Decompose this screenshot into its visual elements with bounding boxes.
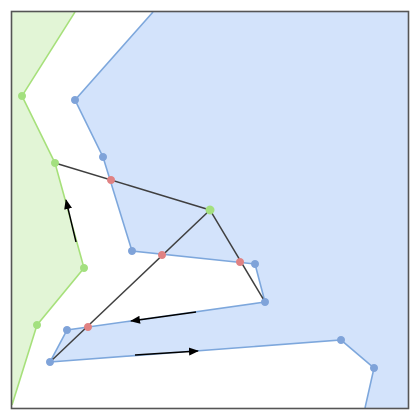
vertex	[84, 323, 92, 331]
direction-arrows	[64, 199, 199, 356]
edge	[54, 162, 211, 211]
vertex	[205, 205, 215, 215]
vertex	[63, 326, 71, 334]
vertex	[251, 260, 259, 268]
vertex	[33, 321, 41, 329]
vertex	[370, 364, 378, 372]
edge	[49, 209, 211, 363]
edge	[209, 209, 266, 303]
vertex	[99, 153, 107, 161]
vertex	[80, 264, 88, 272]
vertex	[18, 92, 26, 100]
vertex	[107, 176, 115, 184]
vertex	[46, 358, 54, 366]
vertex	[158, 251, 166, 259]
graph-edges	[49, 162, 266, 363]
blue-region	[50, 12, 408, 408]
arrow-left	[130, 311, 197, 324]
frame	[10, 10, 410, 410]
green-vertices	[18, 92, 215, 329]
vertex	[261, 298, 269, 306]
vertex	[71, 96, 79, 104]
arrow-up	[64, 199, 77, 243]
vertex	[236, 258, 244, 266]
green-region	[12, 12, 84, 405]
vertex	[128, 247, 136, 255]
arrow-right	[134, 347, 199, 356]
vertex	[337, 336, 345, 344]
vertex	[51, 159, 59, 167]
blue-vertices	[46, 96, 378, 372]
red-intersection-vertices	[84, 176, 244, 331]
